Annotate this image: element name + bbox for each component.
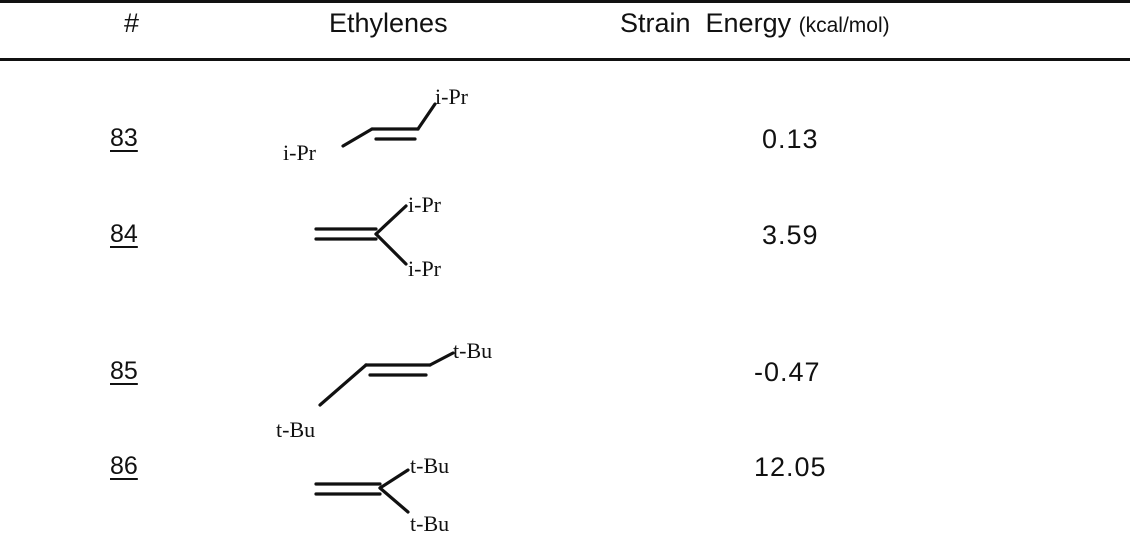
header-compound: Ethylenes xyxy=(329,8,448,38)
compound-number: 86 xyxy=(110,452,138,480)
bond-right xyxy=(416,102,437,131)
substituent-label: t-Bu xyxy=(276,417,315,442)
trans-alkene-structure: t-Bu t-Bu xyxy=(276,338,492,442)
substituent-label: t-Bu xyxy=(453,338,492,363)
bond-upper xyxy=(374,204,408,236)
header-bottom-rule xyxy=(0,58,1130,61)
bond-lower xyxy=(378,486,410,514)
bond-left xyxy=(341,127,374,148)
substituent-label: i-Pr xyxy=(408,192,442,217)
table-top-rule xyxy=(0,0,1130,3)
substituent-label: t-Bu xyxy=(410,453,449,478)
compound-number: 85 xyxy=(110,357,138,385)
substituent-label: i-Pr xyxy=(435,84,469,109)
compound-number: 84 xyxy=(110,220,138,248)
bond-left xyxy=(318,363,368,407)
substituent-label: i-Pr xyxy=(283,140,317,165)
substituent-label: t-Bu xyxy=(410,511,449,536)
compound-number: 83 xyxy=(110,124,138,152)
geminal-alkene-structure: t-Bu t-Bu xyxy=(314,453,449,536)
strain-energy-value: 12.05 xyxy=(754,452,827,482)
strain-energy-value: -0.47 xyxy=(754,357,821,387)
substituent-label: i-Pr xyxy=(408,256,442,281)
header-energy-label: Strain Energy xyxy=(620,8,792,38)
strain-energy-value: 0.13 xyxy=(762,124,819,154)
bond-right xyxy=(428,351,455,367)
trans-alkene-structure: i-Pr i-Pr xyxy=(283,84,469,165)
header-energy: Strain Energy (kcal/mol) xyxy=(620,8,890,39)
bond-upper xyxy=(378,468,410,490)
strain-energy-value: 3.59 xyxy=(762,220,819,250)
header-energy-unit: (kcal/mol) xyxy=(798,14,890,37)
bond-lower xyxy=(374,232,408,266)
header-number: # xyxy=(124,8,140,38)
geminal-alkene-structure: i-Pr i-Pr xyxy=(314,192,442,281)
